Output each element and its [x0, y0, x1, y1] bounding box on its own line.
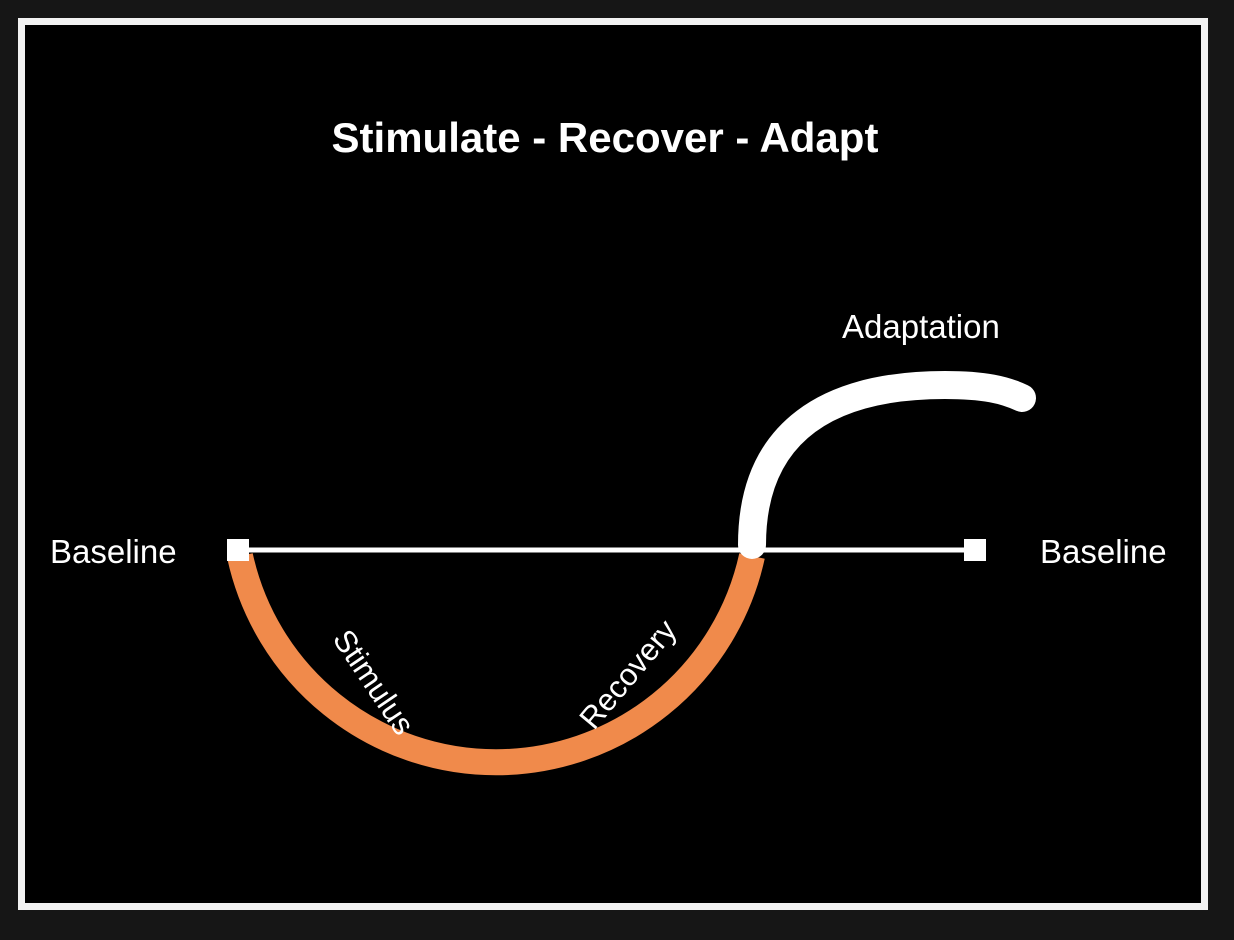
baseline-left-marker	[227, 539, 249, 561]
baseline-left-label: Baseline	[50, 533, 177, 570]
baseline-right-marker	[964, 539, 986, 561]
diagram-frame	[18, 18, 1208, 910]
baseline-right-label: Baseline	[1040, 533, 1167, 570]
adaptation-curve	[738, 370, 1036, 559]
adaptation-label: Adaptation	[842, 308, 1000, 345]
stimulus-recovery-curve	[227, 553, 765, 776]
diagram-title: Stimulate - Recover - Adapt	[332, 114, 879, 161]
